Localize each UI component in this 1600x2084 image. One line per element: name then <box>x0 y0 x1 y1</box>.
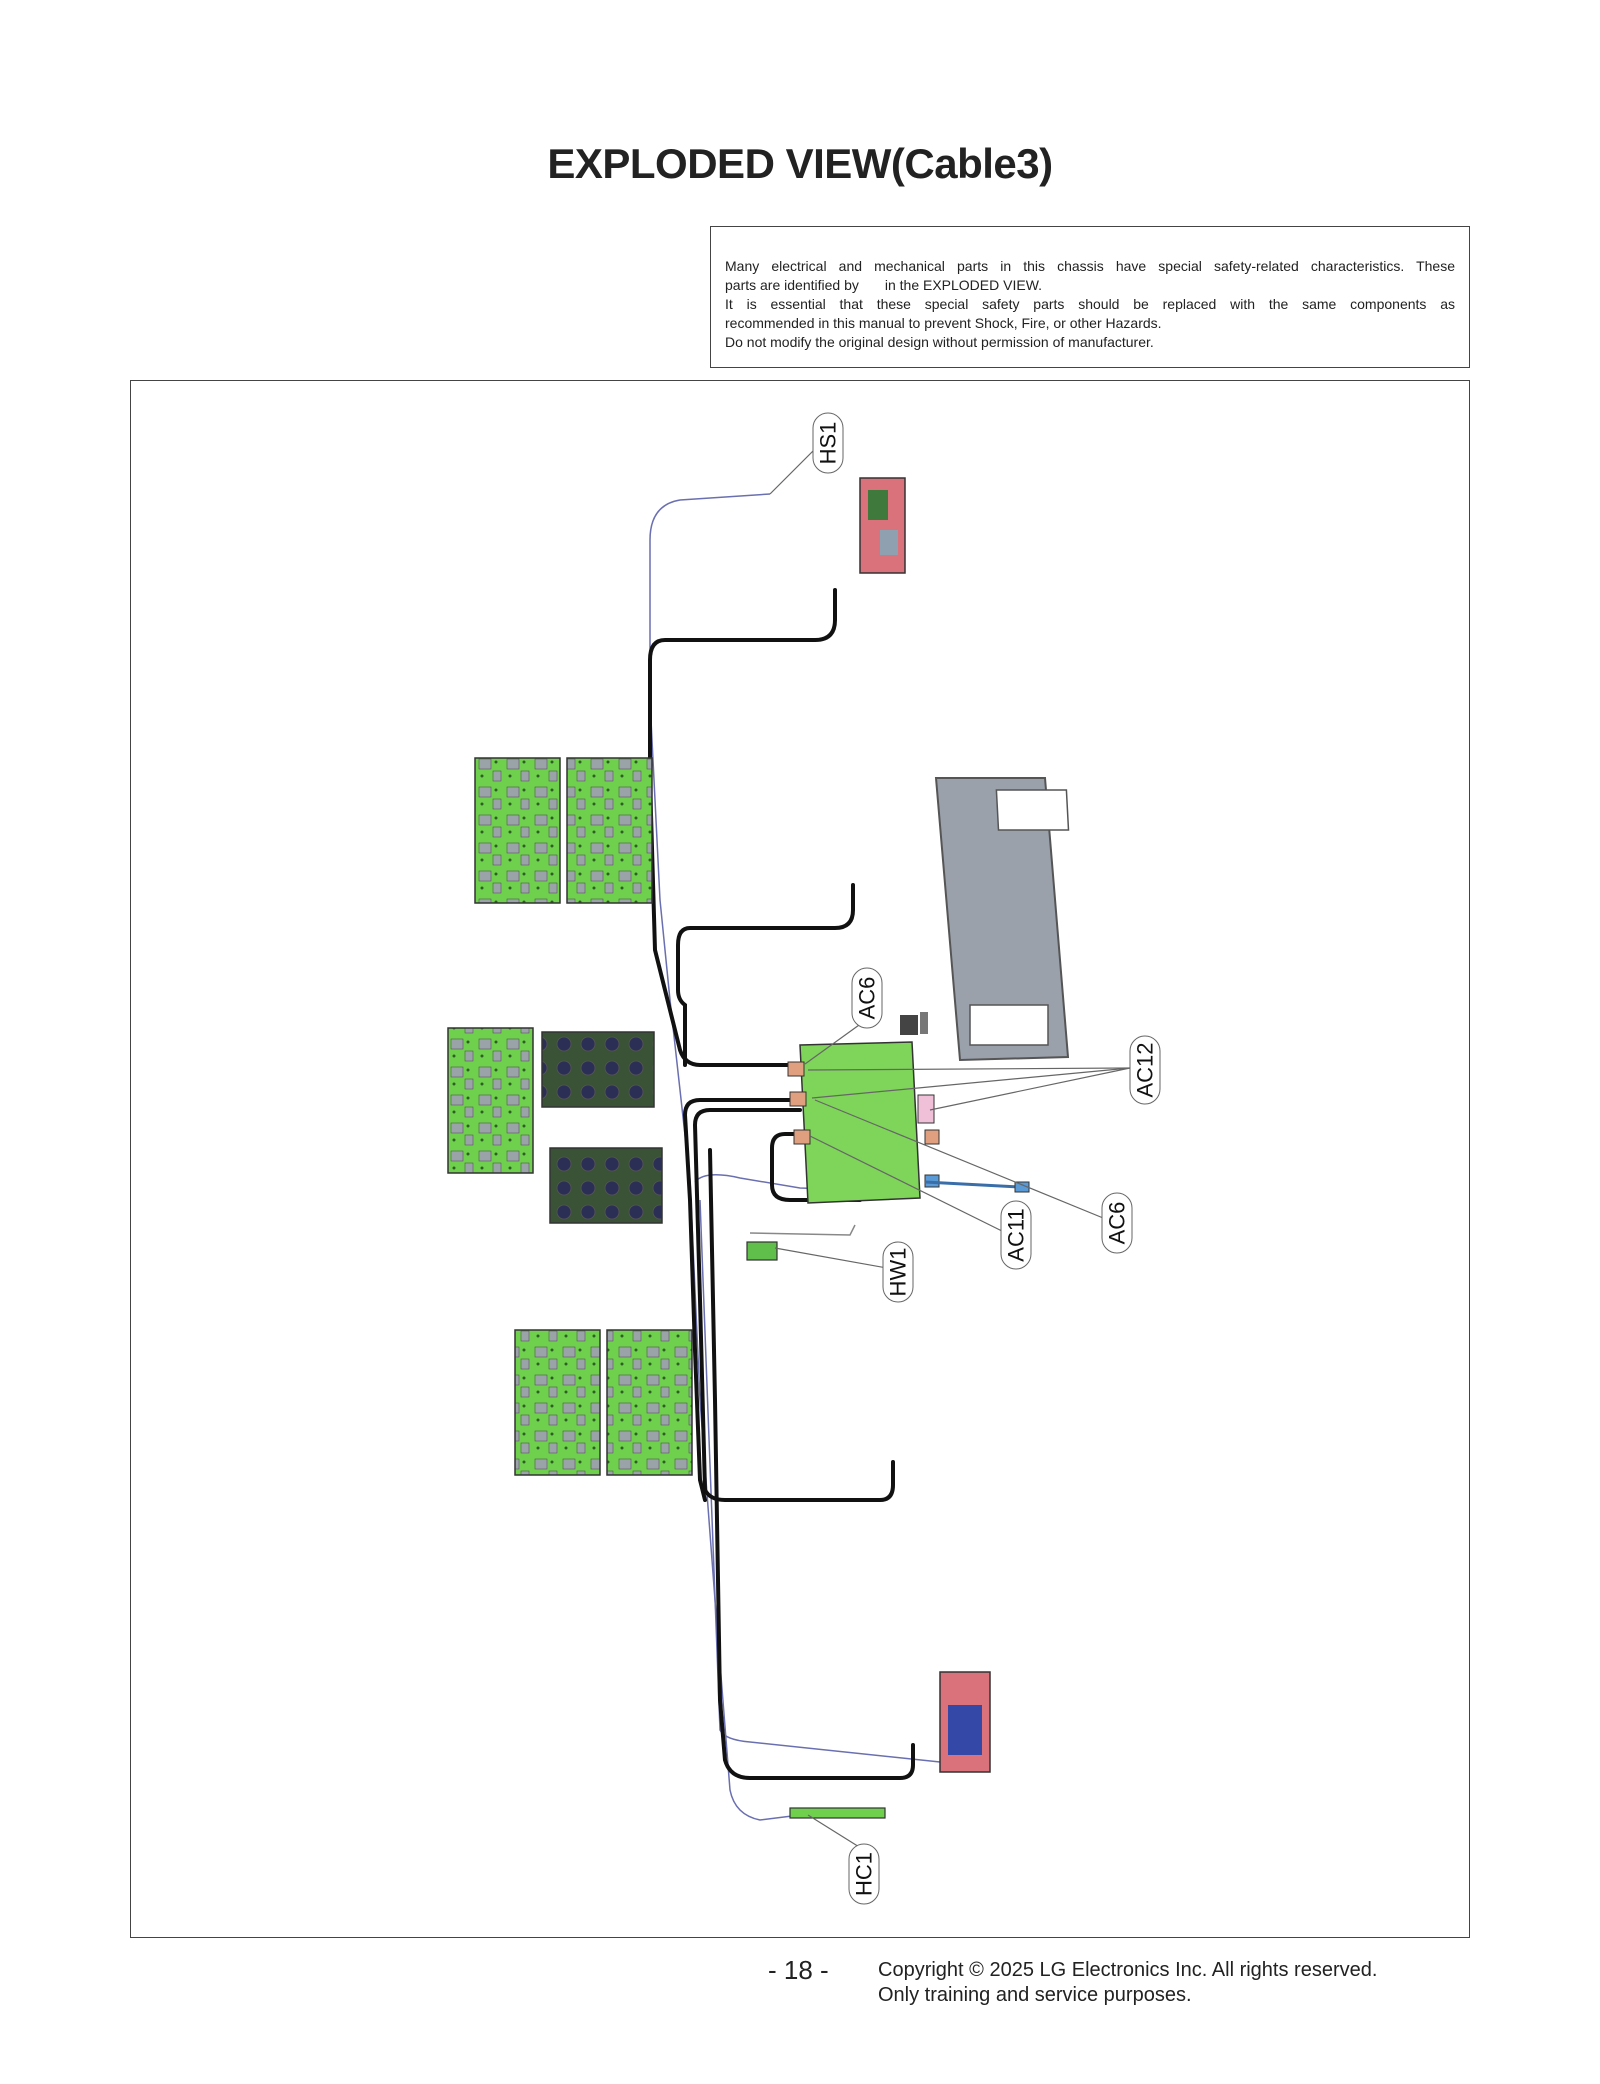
callout-ac12: AC12 <box>1129 1035 1161 1105</box>
small-connector <box>900 1012 928 1035</box>
label-hw1: HW1 <box>886 1248 911 1297</box>
callout-ac6-top: AC6 <box>851 967 883 1029</box>
pcb-middle-left <box>447 1027 534 1174</box>
label-ac11: AC11 <box>1004 1208 1029 1261</box>
cable-upper-mid <box>676 883 855 1067</box>
cable-lower-mid <box>692 1108 895 1502</box>
safety-notice: Many electrical and mechanical parts in … <box>710 226 1470 368</box>
notice-line-3: It is essential that these special safet… <box>725 296 1455 312</box>
notice-line-5: Do not modify the original design withou… <box>725 334 1154 350</box>
hs1-board <box>859 477 906 574</box>
main-thin-wire <box>649 493 801 1821</box>
pcb-upper-left <box>474 757 561 904</box>
label-ac6-top: AC6 <box>855 977 880 1020</box>
hw1-wire <box>749 1224 856 1236</box>
metal-bracket <box>934 777 1070 1062</box>
label-hc1: HC1 <box>852 1852 877 1896</box>
main-board <box>787 1041 940 1204</box>
hc-red-board <box>939 1671 991 1773</box>
pcb-lower-left <box>514 1329 601 1476</box>
notice-line-4: recommended in this manual to prevent Sh… <box>725 315 1162 331</box>
page-title: EXPLODED VIEW(Cable3) <box>547 140 1053 187</box>
hw1-board <box>746 1241 778 1261</box>
pcb-group-middle <box>447 1027 663 1224</box>
dark-pcb-bottom <box>549 1147 663 1224</box>
blue-cable <box>924 1180 1030 1193</box>
label-ac6-right: AC6 <box>1105 1202 1130 1245</box>
callout-ac6-right: AC6 <box>1101 1192 1133 1254</box>
copyright-line-2: Only training and service purposes. <box>878 1984 1192 2006</box>
callout-hc1: HC1 <box>848 1843 880 1905</box>
notice-line-1: Many electrical and mechanical parts in … <box>725 258 1455 274</box>
pcb-group-lower <box>514 1329 693 1476</box>
label-hs1: HS1 <box>816 422 841 465</box>
pcb-lower-right <box>606 1329 693 1476</box>
copyright-line-1: Copyright © 2025 LG Electronics Inc. All… <box>878 1959 1378 1981</box>
cable-top <box>648 588 837 1067</box>
callout-hw1: HW1 <box>882 1241 914 1303</box>
pcb-upper-right <box>566 757 653 904</box>
callout-ac11: AC11 <box>1000 1200 1032 1270</box>
hc1-board <box>789 1807 886 1819</box>
copyright-footer: Copyright © 2025 LG Electronics Inc. All… <box>878 1958 1377 2008</box>
dark-pcb-top <box>541 1031 655 1108</box>
lower-thin-wire <box>699 1199 941 1763</box>
cable-short <box>770 1132 862 1202</box>
label-ac12: AC12 <box>1133 1042 1158 1097</box>
page-number: - 18 - <box>768 1955 829 1985</box>
callout-hs1: HS1 <box>812 412 844 474</box>
cable-right-mid <box>682 1098 802 1502</box>
diagram-frame <box>130 380 1470 1938</box>
pcb-group-upper <box>474 757 653 904</box>
cable-bottom <box>708 1148 915 1780</box>
thick-cables <box>648 588 915 1780</box>
leader-lines <box>769 443 1131 1851</box>
